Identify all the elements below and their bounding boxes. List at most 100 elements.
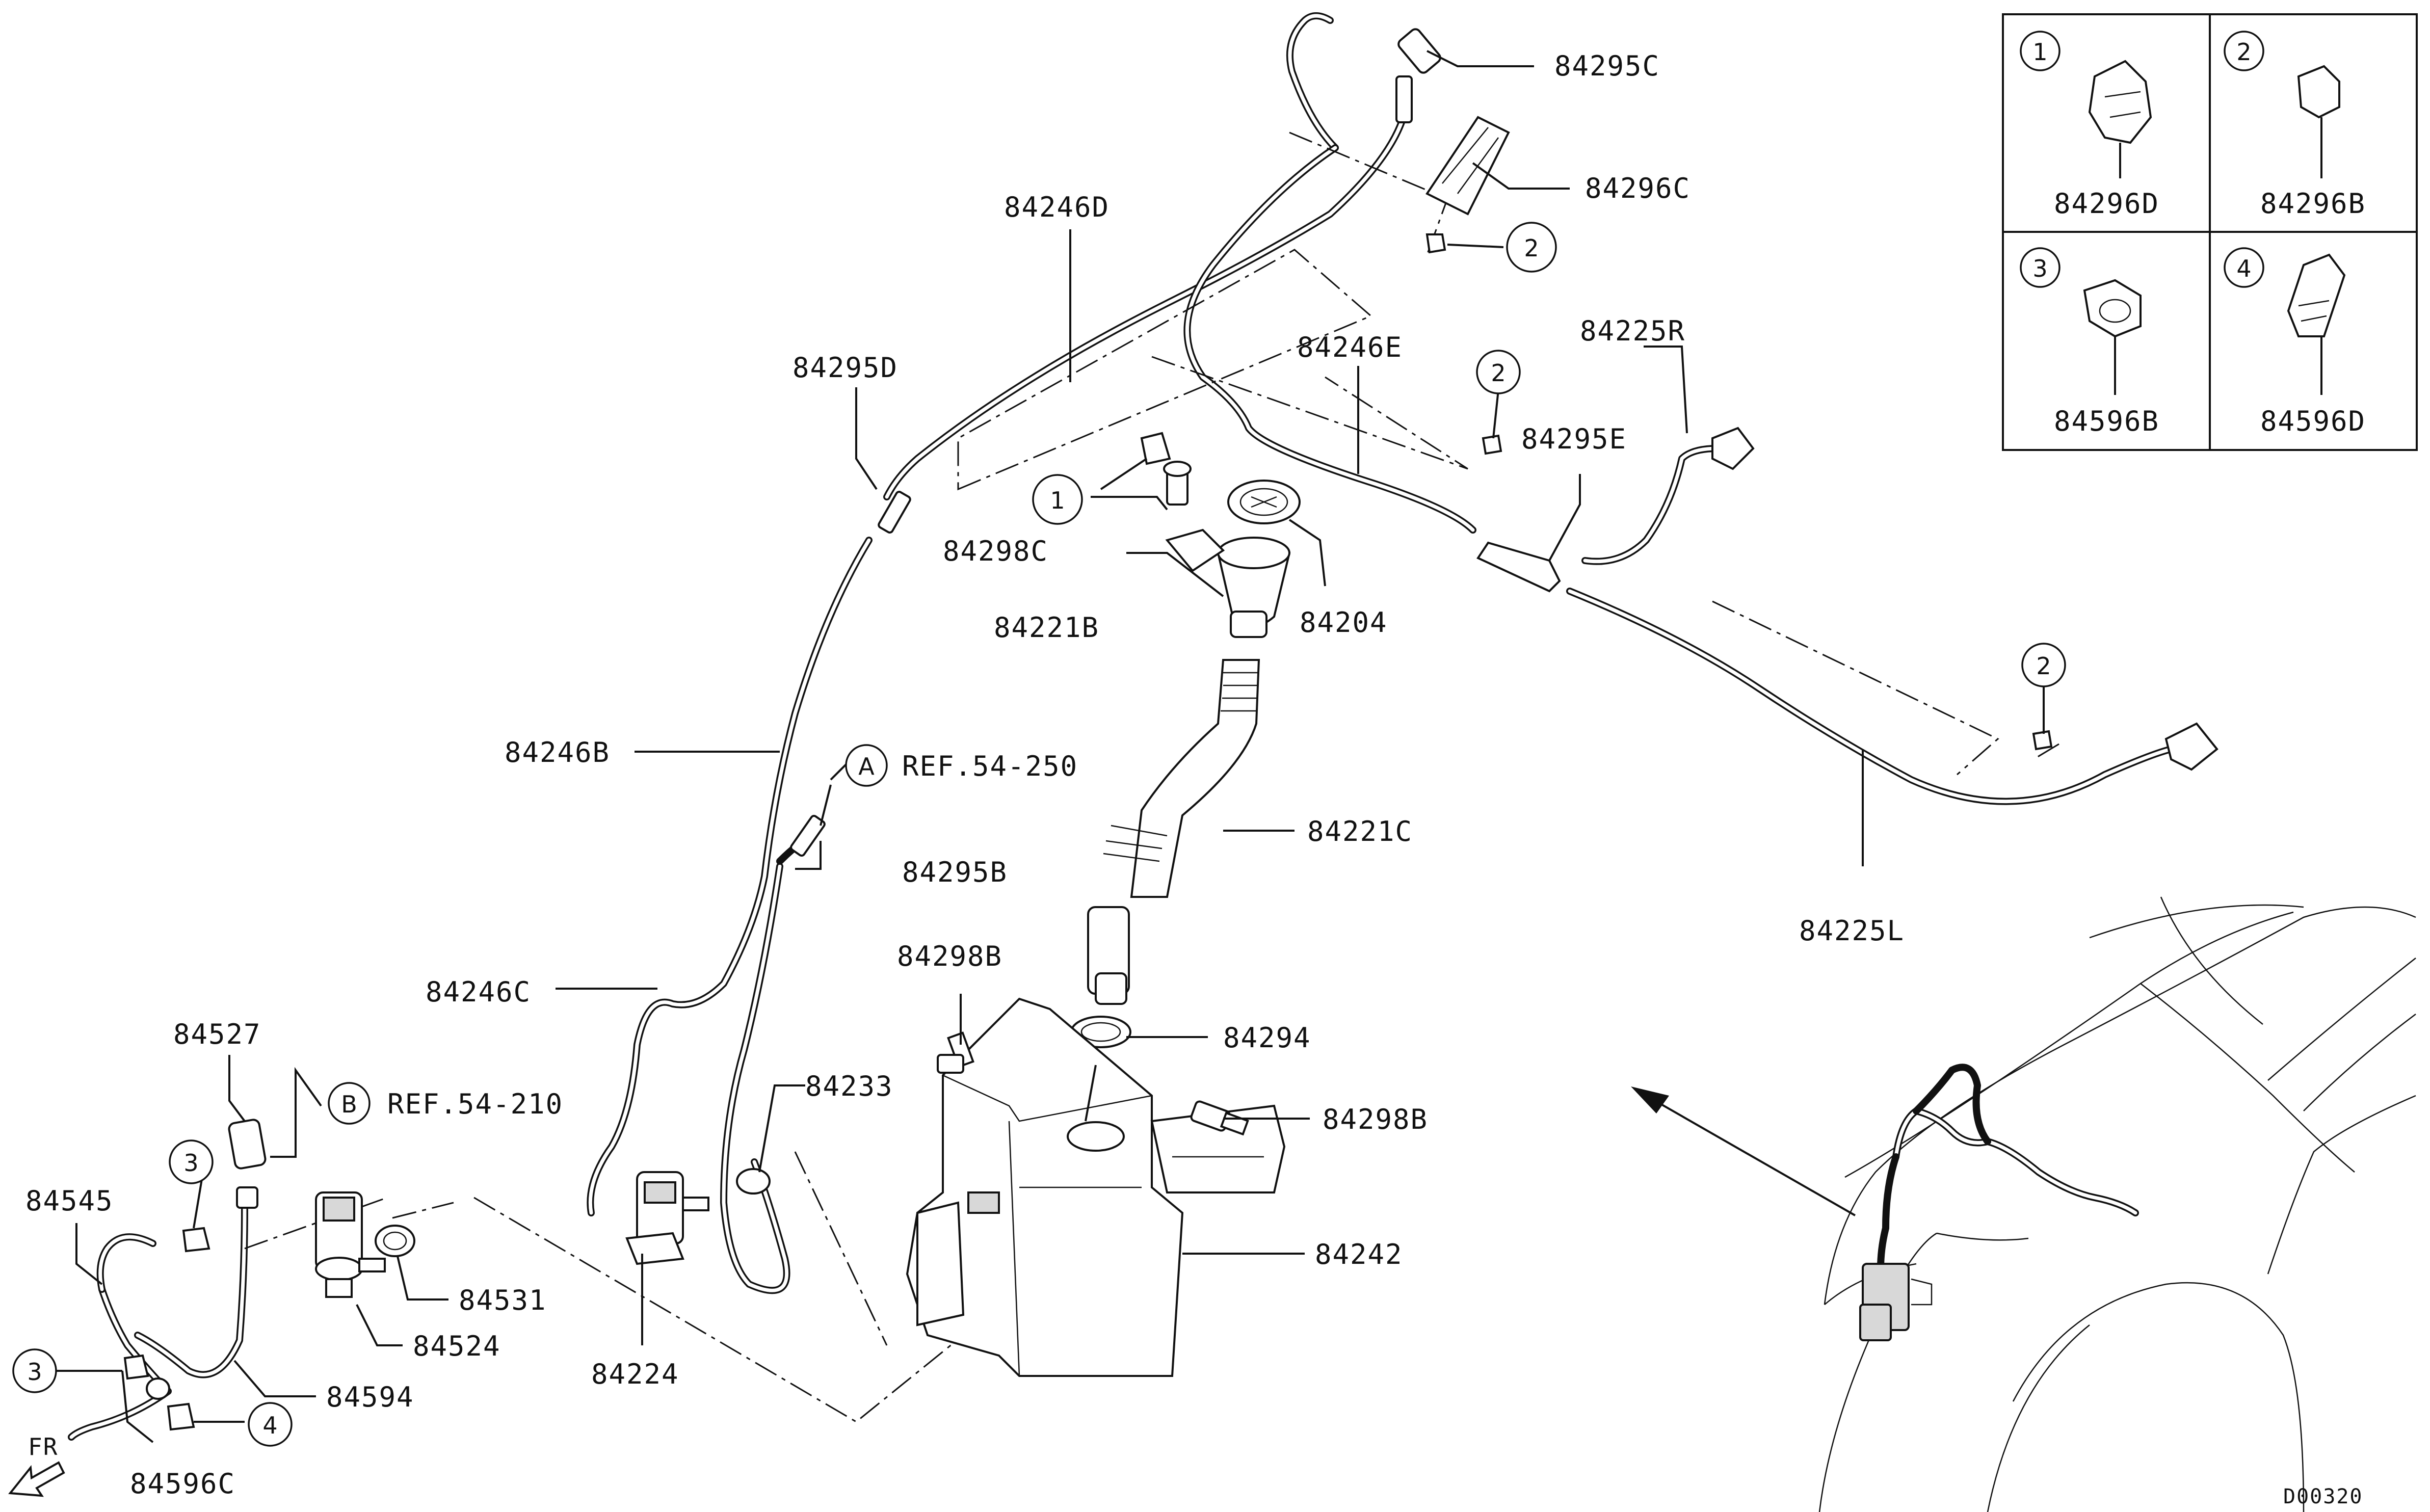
bolt-84298B-top (937, 1031, 974, 1074)
legend-4-number: 4 (2236, 255, 2251, 282)
legend-1-number: 1 (2032, 38, 2047, 66)
leader-lines (56, 50, 2045, 1443)
callout-3-a-number: 3 (183, 1149, 198, 1177)
label-84246E: 84246E (1297, 331, 1403, 363)
nozzle-right (1711, 427, 1755, 470)
label-84524: 84524 (413, 1330, 501, 1362)
callout-4-number: 4 (262, 1412, 277, 1439)
grommet-84233 (736, 1168, 771, 1195)
legend-3-part: 84596B (2054, 405, 2159, 437)
callout-2-b (1476, 350, 1521, 394)
label-84527: 84527 (173, 1018, 261, 1050)
joint-84295E (1476, 541, 1561, 593)
callout-2-a (1506, 222, 1557, 273)
label-84225L: 84225L (1799, 915, 1905, 947)
label-84295D: 84295D (793, 352, 898, 384)
label-84596C: 84596C (130, 1468, 235, 1500)
joint-84295B (790, 814, 826, 857)
part-number-labels: 84295C 84296C 84246D 84246E 84225R 84295… (25, 50, 1905, 1500)
clip-84296B-c (2032, 730, 2053, 751)
clip-84296B-a (1425, 233, 1446, 254)
grommet-84531 (375, 1225, 415, 1257)
label-84298C: 84298C (943, 535, 1048, 567)
legend-cell-3: 3 84596B (2020, 247, 2159, 437)
callout-3-b-number: 3 (27, 1358, 42, 1386)
fr-arrow-icon (8, 1461, 65, 1497)
clip-84596B-icon (2083, 279, 2142, 338)
legend-3-circle (2020, 247, 2061, 288)
clip-legend-table: 1 84296D 2 84296B 3 84596B 4 8 (2002, 13, 2418, 451)
label-84246C: 84246C (426, 976, 531, 1008)
label-84298B-top: 84298B (897, 940, 1002, 972)
legend-2-number: 2 (2236, 38, 2251, 66)
clip-84296D-main (1140, 432, 1171, 465)
front-direction-marker: FR (8, 1433, 65, 1497)
label-84298B-right: 84298B (1323, 1103, 1428, 1135)
ref-text-b: REF.54-210 (387, 1088, 563, 1120)
legend-4-circle (2224, 247, 2264, 288)
legend-cell-2: 2 84296B (2224, 31, 2366, 220)
label-84246B: 84246B (505, 736, 610, 768)
legend-cell-4: 4 84596D (2224, 247, 2366, 437)
joint-84295C (1397, 28, 1441, 74)
legend-cell-1: 1 84296D (2020, 31, 2159, 220)
legend-2-circle (2224, 31, 2264, 71)
clip-84596B-a (182, 1227, 210, 1253)
washer-pump-84524 (315, 1191, 386, 1298)
clip-84596D-icon (2287, 253, 2346, 337)
ref-marker-b (328, 1082, 371, 1125)
label-84594: 84594 (326, 1381, 414, 1413)
vehicle-locator-view (1631, 896, 2416, 1512)
clip-84596B-b (123, 1354, 149, 1380)
label-84225R: 84225R (1580, 315, 1685, 347)
ref-marker-b-letter: B (341, 1091, 357, 1118)
reference-markers: A REF.54-250 B REF.54-210 (328, 744, 1078, 1125)
label-84295B: 84295B (902, 856, 1008, 888)
callout-3-a (169, 1139, 214, 1184)
legend-1-part: 84296D (2054, 188, 2159, 220)
legend-3-number: 3 (2032, 255, 2047, 282)
callout-2-a-number: 2 (1524, 234, 1539, 262)
ref-marker-a (845, 744, 888, 787)
bracket-84296C (1425, 116, 1510, 216)
legend-4-part: 84596D (2260, 405, 2366, 437)
legend-1-circle (2020, 31, 2061, 71)
label-84545: 84545 (25, 1185, 114, 1217)
filler-tube (1130, 659, 1260, 898)
pumps-and-joints (123, 28, 2218, 1431)
clip-84296B-icon (2297, 65, 2340, 119)
callout-1-number: 1 (1050, 487, 1065, 514)
label-84221C: 84221C (1307, 815, 1413, 847)
clip-84296D-icon (2088, 60, 2152, 144)
clip-84596C (146, 1377, 170, 1400)
clip-84296B-b (1482, 434, 1502, 455)
legend-2-part: 84296B (2260, 188, 2366, 220)
locator-arrow-head (1631, 1086, 1669, 1113)
callout-4 (248, 1402, 293, 1447)
label-84224: 84224 (591, 1358, 679, 1390)
fr-label: FR (28, 1433, 58, 1461)
callout-2-c-number: 2 (2036, 652, 2051, 680)
nozzle-left (2164, 722, 2218, 771)
ref-marker-a-letter: A (858, 753, 875, 780)
label-84204: 84204 (1300, 606, 1388, 639)
washer-pump-84224 (625, 1171, 709, 1265)
label-84294: 84294 (1223, 1022, 1311, 1054)
label-84242: 84242 (1315, 1238, 1403, 1270)
label-84295C: 84295C (1554, 50, 1660, 82)
label-84531: 84531 (459, 1284, 547, 1316)
clip-callouts: 1 2 2 2 3 3 4 (12, 222, 2066, 1447)
ref-text-a: REF.54-250 (902, 750, 1078, 782)
callout-2-b-number: 2 (1491, 359, 1505, 387)
washer-tank-assembly (906, 461, 1301, 1377)
callout-2-c (2021, 643, 2066, 687)
diagram-code: D00320 (2283, 1485, 2363, 1508)
label-84295E: 84295E (1521, 423, 1627, 455)
callout-1 (1032, 474, 1083, 525)
joint-84295D (878, 491, 911, 534)
callout-3-b (12, 1348, 57, 1393)
check-valve-84527 (228, 1119, 267, 1170)
clip-84596D (167, 1402, 195, 1431)
label-84221B: 84221B (994, 612, 1099, 644)
